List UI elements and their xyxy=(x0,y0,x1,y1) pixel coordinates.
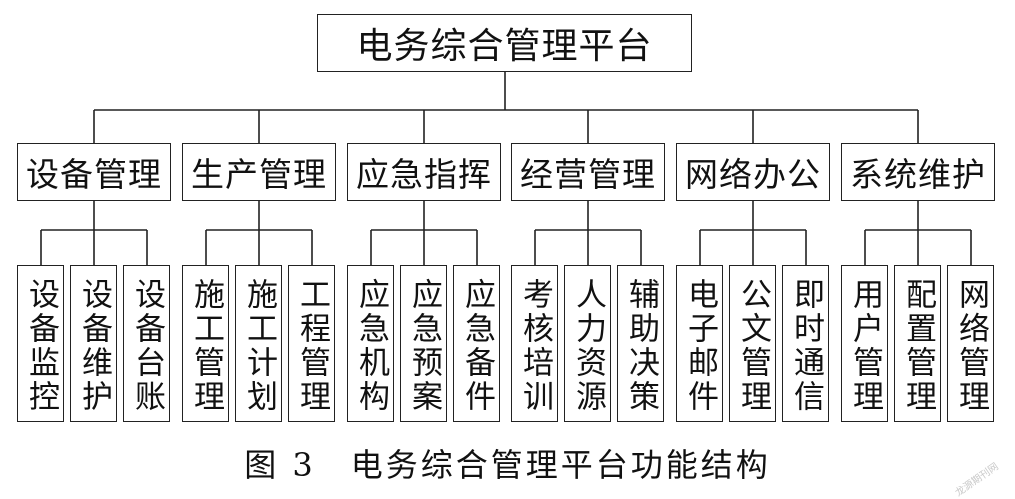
leaf-label: 配置管理 xyxy=(900,277,936,414)
leaf-label: 电子邮件 xyxy=(682,277,718,414)
leaf-label: 考核培训 xyxy=(517,277,553,414)
leaf-label: 用户管理 xyxy=(847,277,883,414)
module-system-maintenance: 系统维护 xyxy=(841,143,995,201)
leaf-node: 应急预案 xyxy=(400,265,447,422)
module-label: 应急指挥 xyxy=(356,155,492,194)
figure-caption: 图 3 电务综合管理平台功能结构 xyxy=(244,446,771,484)
leaf-node: 网络管理 xyxy=(947,265,994,422)
leaf-node: 用户管理 xyxy=(841,265,888,422)
leaf-label: 设备监控 xyxy=(23,277,59,414)
leaf-label: 施工计划 xyxy=(241,277,277,414)
leaf-node: 施工管理 xyxy=(182,265,229,422)
leaf-node: 设备台账 xyxy=(123,265,170,422)
leaf-label: 应急机构 xyxy=(353,277,389,414)
leaf-label: 工程管理 xyxy=(294,277,330,414)
leaf-node: 设备监控 xyxy=(17,265,64,422)
root-node-label: 电务综合管理平台 xyxy=(356,26,653,67)
module-business-management: 经营管理 xyxy=(511,143,665,201)
leaf-node: 配置管理 xyxy=(894,265,941,422)
module-network-office: 网络办公 xyxy=(676,143,830,201)
module-production-management: 生产管理 xyxy=(182,143,336,201)
leaf-label: 设备台账 xyxy=(129,277,165,414)
module-label: 生产管理 xyxy=(191,155,327,194)
leaf-label: 应急备件 xyxy=(459,277,495,414)
module-label: 网络办公 xyxy=(685,155,821,194)
leaf-node: 辅助决策 xyxy=(617,265,664,422)
leaf-node: 施工计划 xyxy=(235,265,282,422)
leaf-label: 施工管理 xyxy=(188,277,224,414)
leaf-node: 应急机构 xyxy=(347,265,394,422)
leaf-label: 辅助决策 xyxy=(623,277,659,414)
root-node: 电务综合管理平台 xyxy=(317,14,692,72)
module-label: 系统维护 xyxy=(850,155,986,194)
leaf-label: 应急预案 xyxy=(406,277,442,414)
module-label: 经营管理 xyxy=(520,155,656,194)
module-emergency-command: 应急指挥 xyxy=(347,143,501,201)
leaf-label: 网络管理 xyxy=(953,277,989,414)
leaf-node: 工程管理 xyxy=(288,265,335,422)
module-label: 设备管理 xyxy=(26,155,162,194)
leaf-node: 公文管理 xyxy=(729,265,776,422)
leaf-node: 应急备件 xyxy=(453,265,500,422)
leaf-node: 设备维护 xyxy=(70,265,117,422)
leaf-label: 即时通信 xyxy=(788,277,824,414)
leaf-node: 即时通信 xyxy=(782,265,829,422)
leaf-label: 人力资源 xyxy=(570,277,606,414)
leaf-label: 设备维护 xyxy=(76,277,112,414)
leaf-node: 人力资源 xyxy=(564,265,611,422)
leaf-node: 考核培训 xyxy=(511,265,558,422)
leaf-node: 电子邮件 xyxy=(676,265,723,422)
leaf-label: 公文管理 xyxy=(735,277,771,414)
module-equipment-management: 设备管理 xyxy=(17,143,171,201)
